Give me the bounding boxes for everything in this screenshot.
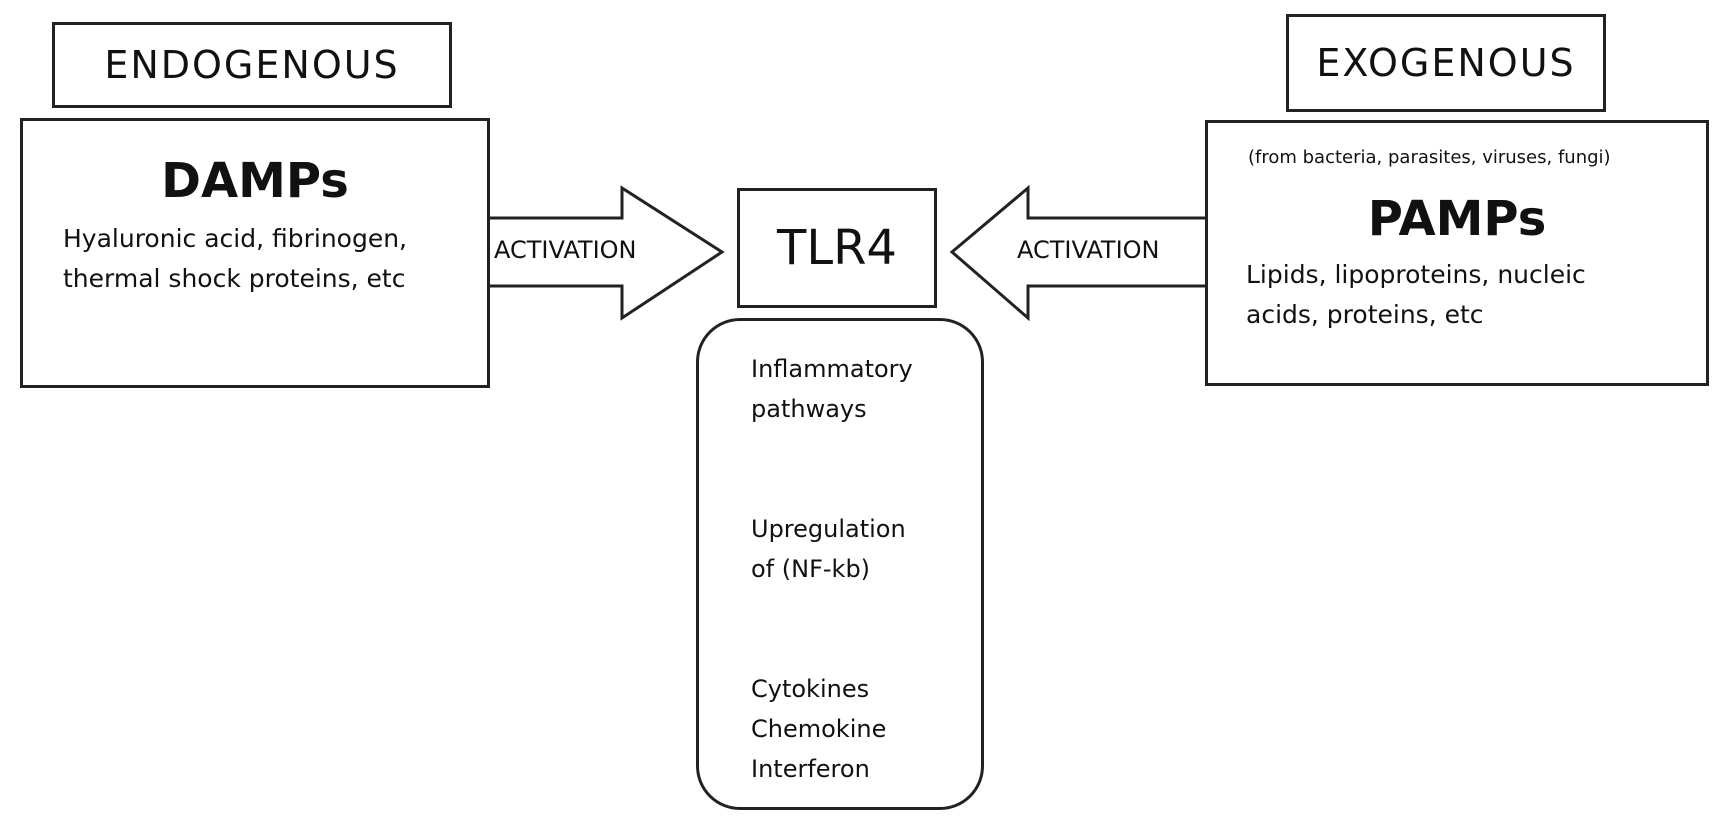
- endogenous-label: ENDOGENOUS: [52, 22, 452, 108]
- pathway-step-cytokines: Cytokines Chemokine Interferon: [751, 669, 886, 789]
- pamps-description: Lipids, lipoproteins, nucleic acids, pro…: [1246, 255, 1706, 335]
- damps-description: Hyaluronic acid, fibrinogen, thermal sho…: [63, 219, 483, 299]
- activation-label-left: ACTIVATION: [494, 236, 637, 264]
- pathway-step-upregulation: Upregulation of (NF-kb): [751, 509, 906, 589]
- pamps-title: PAMPs: [1367, 191, 1547, 247]
- step-line: Interferon: [751, 755, 870, 783]
- pamps-box: (from bacteria, parasites, viruses, fung…: [1205, 120, 1709, 386]
- damps-line: thermal shock proteins, etc: [63, 264, 406, 293]
- pamps-line: acids, proteins, etc: [1246, 300, 1484, 329]
- step-line: Upregulation: [751, 515, 906, 543]
- step-line: Cytokines: [751, 675, 870, 703]
- damps-title: DAMPs: [161, 153, 349, 209]
- activation-label-right: ACTIVATION: [1017, 236, 1160, 264]
- tlr4-receptor-box: TLR4: [737, 188, 937, 308]
- step-line: pathways: [751, 395, 867, 423]
- exogenous-label: EXOGENOUS: [1286, 14, 1606, 112]
- pamps-line: Lipids, lipoproteins, nucleic: [1246, 260, 1586, 289]
- pathway-box: Inflammatory pathways Upregulation of (N…: [696, 318, 984, 810]
- pamps-source-note: (from bacteria, parasites, viruses, fung…: [1248, 147, 1611, 168]
- damps-line: Hyaluronic acid, fibrinogen,: [63, 224, 408, 253]
- damps-box: DAMPs Hyaluronic acid, fibrinogen, therm…: [20, 118, 490, 388]
- step-line: Chemokine: [751, 715, 887, 743]
- step-line: of (NF-kb): [751, 555, 871, 583]
- activation-arrow-right: [949, 184, 1234, 322]
- step-line: Inflammatory: [751, 355, 913, 383]
- pathway-step-inflammatory: Inflammatory pathways: [751, 349, 913, 429]
